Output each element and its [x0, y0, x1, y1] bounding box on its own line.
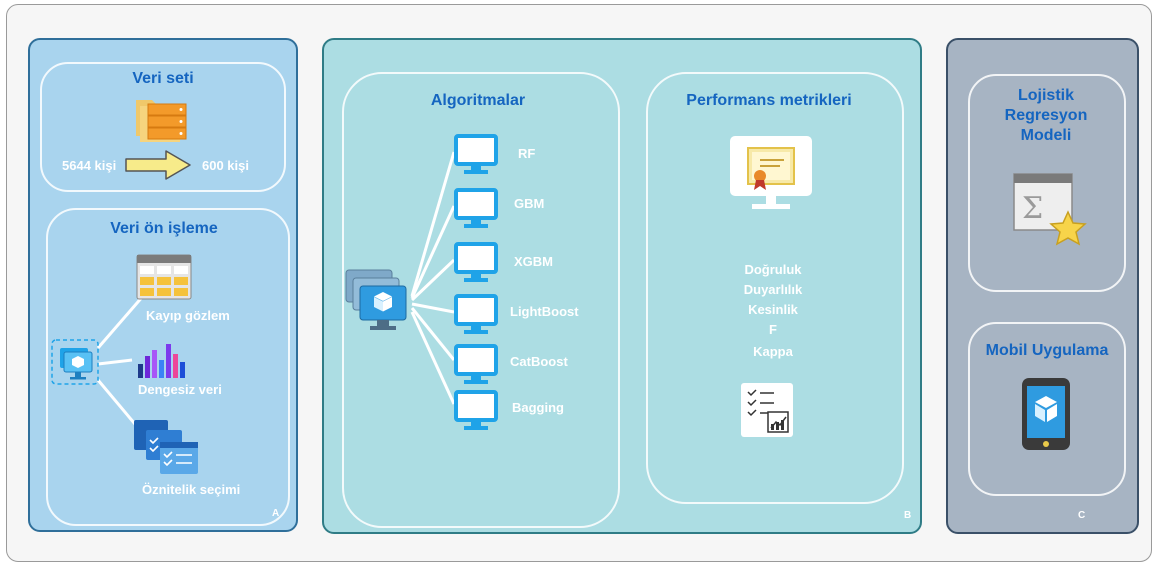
- metric-f: F: [769, 322, 777, 337]
- monitor-icon-bagging: [454, 390, 498, 430]
- metric-kappa: Kappa: [753, 344, 793, 359]
- bar-chart-icon: [138, 344, 185, 378]
- step-feature-selection: Öznitelik seçimi: [142, 482, 241, 497]
- app-title: Mobil Uygulama: [985, 342, 1109, 359]
- checklist-stack-icon: [134, 420, 198, 474]
- sigma-star-icon: Σ: [1013, 173, 1087, 246]
- metrics-title: Performans metrikleri: [686, 92, 852, 109]
- dataset-box: [40, 62, 286, 192]
- model-title-line-1: Lojistik: [1017, 87, 1074, 104]
- algorithm-gbm: GBM: [514, 196, 545, 211]
- folder-stack-icon: [136, 100, 187, 142]
- from-count: 5644 kişi: [62, 158, 117, 173]
- algorithms-box: [342, 72, 620, 528]
- panel-b-label: B: [904, 510, 912, 521]
- data-source-icon: [51, 339, 99, 385]
- algorithm-xgbm: XGBM: [514, 254, 553, 269]
- panel-a-label: A: [272, 508, 280, 519]
- metric-precision: Kesinlik: [748, 302, 798, 317]
- monitor-icon-gbm: [454, 188, 498, 228]
- preprocess-title: Veri ön işleme: [110, 220, 218, 237]
- step-missing: Kayıp gözlem: [146, 308, 230, 323]
- report-chart-icon: [741, 383, 793, 437]
- panel-c-label: C: [1078, 510, 1086, 521]
- algorithm-catboost: CatBoost: [510, 354, 568, 369]
- algorithm-bagging: Bagging: [512, 400, 564, 415]
- ensemble-icon: [345, 269, 407, 330]
- panel-c: C: [946, 38, 1139, 534]
- model-title: Lojistik Regresyon Modeli: [996, 86, 1096, 146]
- monitor-icon-catboost: [454, 344, 498, 384]
- metric-sensitivity: Duyarlılık: [743, 282, 803, 297]
- svg-text:Σ: Σ: [1022, 191, 1043, 226]
- step-imbalanced: Dengesiz veri: [138, 382, 222, 397]
- to-count: 600 kişi: [202, 158, 249, 173]
- dataset-title: Veri seti: [132, 70, 194, 87]
- metrics-box: [646, 72, 904, 504]
- panel-b: B: [322, 38, 922, 534]
- app-box: [968, 322, 1126, 496]
- monitor-icon-lightboost: [454, 294, 498, 334]
- model-title-line-3: Modeli: [1020, 127, 1072, 144]
- right-arrow-icon: [125, 150, 191, 180]
- algorithms-title: Algoritmalar: [430, 92, 526, 109]
- algorithm-rf: RF: [518, 146, 536, 161]
- model-title-line-2: Regresyon: [1004, 107, 1088, 124]
- metric-accuracy: Doğruluk: [744, 262, 802, 277]
- monitor-icon-xgbm: [454, 242, 498, 282]
- preprocess-box: [46, 208, 290, 526]
- monitor-icon-rf: [454, 134, 498, 174]
- certificate-monitor-icon: [730, 136, 812, 209]
- model-box: [968, 74, 1126, 292]
- algorithm-lightboost: LightBoost: [510, 304, 579, 319]
- table-icon: [136, 254, 192, 300]
- mobile-phone-icon: [1022, 378, 1070, 450]
